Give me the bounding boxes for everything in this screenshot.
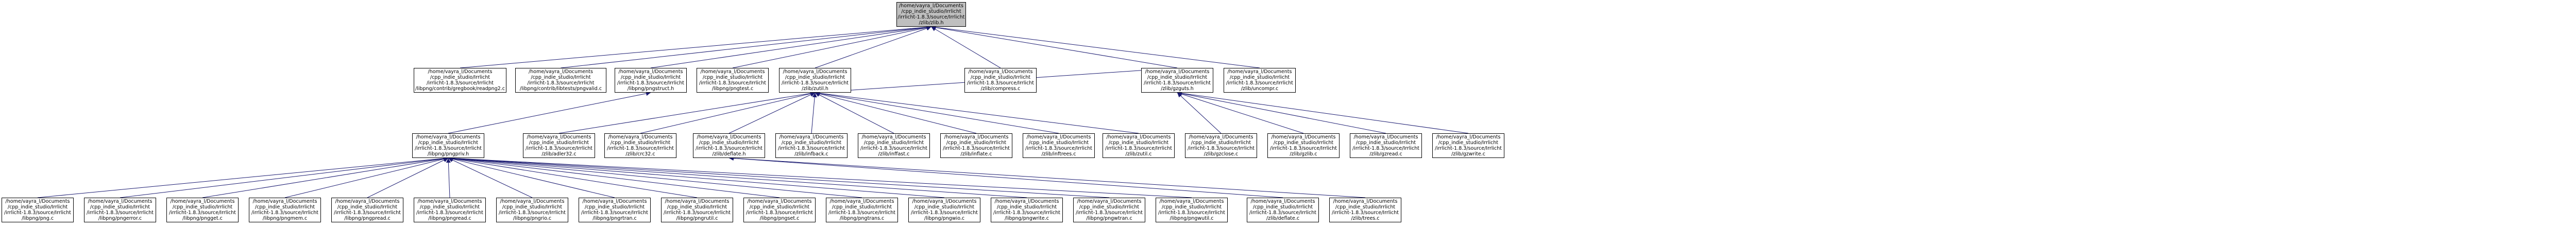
node-pngrtran-c[interactable]: /home/vayra_l/Documents /cpp_indie_studi…: [579, 198, 651, 222]
node-pngerror-c[interactable]: /home/vayra_l/Documents /cpp_indie_studi…: [84, 198, 156, 222]
edge-pngpriv-to-pngstruct: [448, 91, 651, 134]
node-pngwutil-c[interactable]: /home/vayra_l/Documents /cpp_indie_studi…: [1156, 198, 1228, 222]
edge-inftrees-to-zutil_h: [815, 91, 1059, 134]
node-pngset-c[interactable]: /home/vayra_l/Documents /cpp_indie_studi…: [743, 198, 816, 222]
node-adler32-c[interactable]: /home/vayra_l/Documents /cpp_indie_studi…: [523, 133, 595, 158]
edge-pngtest-to-zlib_h: [732, 25, 931, 68]
node-zutil-c[interactable]: /home/vayra_l/Documents /cpp_indie_studi…: [1103, 133, 1175, 158]
node-uncompr-c[interactable]: /home/vayra_l/Documents /cpp_indie_studi…: [1224, 68, 1296, 93]
edge-pngwtran-to-pngpriv: [448, 156, 1110, 198]
edge-pngrutil-to-pngpriv: [448, 156, 698, 198]
node-crc32-c[interactable]: /home/vayra_l/Documents /cpp_indie_studi…: [604, 133, 676, 158]
node-deflate-h[interactable]: /home/vayra_l/Documents /cpp_indie_studi…: [693, 133, 765, 158]
node-pngwtran-c[interactable]: /home/vayra_l/Documents /cpp_indie_studi…: [1073, 198, 1145, 222]
edge-gzread-to-gzguts: [1177, 91, 1386, 134]
node-pngtest-c[interactable]: /home/vayra_l/Documents /cpp_indie_studi…: [697, 68, 769, 93]
edge-pngwutil-to-pngpriv: [448, 155, 1192, 198]
node-pngmem-c[interactable]: /home/vayra_l/Documents /cpp_indie_studi…: [249, 198, 321, 222]
edge-png_c-to-pngpriv: [37, 156, 449, 198]
edge-rdjpgcom-to-zlib_h: [460, 25, 931, 68]
node-pngget-c[interactable]: /home/vayra_l/Documents /cpp_indie_studi…: [166, 198, 239, 222]
edge-pngtrans-to-pngpriv: [448, 156, 862, 198]
edge-gzclose-to-gzguts: [1177, 92, 1222, 134]
edge-zutil_h-to-zlib_h: [815, 26, 931, 68]
node-pngread-c[interactable]: /home/vayra_l/Documents /cpp_indie_studi…: [414, 198, 486, 222]
edge-pngrio-to-pngpriv: [448, 157, 533, 198]
node-pngwio-c[interactable]: /home/vayra_l/Documents /cpp_indie_studi…: [908, 198, 980, 222]
node-zlib-h-root[interactable]: /home/vayra_l/Documents /cpp_indie_studi…: [896, 2, 966, 27]
node-pngwrite-c[interactable]: /home/vayra_l/Documents /cpp_indie_studi…: [991, 198, 1063, 222]
node-pngvalid-c[interactable]: /home/vayra_l/Documents /cpp_indie_studi…: [515, 68, 606, 93]
edge-gzlib-to-gzguts: [1177, 92, 1304, 134]
edge-infback-to-zutil_h: [811, 92, 817, 134]
edge-gzwrite-to-gzguts: [1177, 91, 1469, 134]
edge-compress-to-zlib_h: [931, 26, 1001, 68]
edge-pngget-to-pngpriv: [202, 156, 449, 198]
node-infback-c[interactable]: /home/vayra_l/Documents /cpp_indie_studi…: [775, 133, 848, 158]
edge-adler32-to-zutil_h: [558, 91, 816, 134]
node-readpng2-c[interactable]: /home/vayra_l/Documents /cpp_indie_studi…: [414, 68, 506, 93]
edge-deflate_c-to-deflate_h: [728, 156, 1283, 198]
edge-crc32-to-zutil_h: [640, 91, 816, 134]
node-zutil-h[interactable]: /home/vayra_l/Documents /cpp_indie_studi…: [779, 68, 851, 93]
node-pngstruct-h[interactable]: /home/vayra_l/Documents /cpp_indie_studi…: [615, 68, 687, 93]
node-gzlib-c[interactable]: /home/vayra_l/Documents /cpp_indie_studi…: [1267, 133, 1340, 158]
edge-zutil_c-to-zutil_h: [815, 91, 1139, 134]
node-pngrio-c[interactable]: /home/vayra_l/Documents /cpp_indie_studi…: [496, 198, 568, 222]
edge-trees-to-deflate_h: [728, 156, 1366, 198]
edge-pngrtran-to-pngpriv: [448, 156, 615, 198]
edge-uncompr-to-zlib_h: [931, 25, 1260, 68]
edge-pngwrite-to-pngpriv: [448, 156, 1027, 198]
node-inftrees-c[interactable]: /home/vayra_l/Documents /cpp_indie_studi…: [1023, 133, 1095, 158]
node-pngrutil-c[interactable]: /home/vayra_l/Documents /cpp_indie_studi…: [661, 198, 733, 222]
edge-pngwio-to-pngpriv: [448, 156, 945, 198]
node-compress-c[interactable]: /home/vayra_l/Documents /cpp_indie_studi…: [964, 68, 1037, 93]
edge-pngset-to-pngpriv: [448, 156, 780, 198]
edge-inflate-to-zutil_h: [815, 91, 977, 134]
node-gzwrite-c[interactable]: /home/vayra_l/Documents /cpp_indie_studi…: [1432, 133, 1504, 158]
node-gzclose-c[interactable]: /home/vayra_l/Documents /cpp_indie_studi…: [1185, 133, 1257, 158]
edge-pngerror-to-pngpriv: [120, 156, 449, 198]
node-png-c[interactable]: /home/vayra_l/Documents /cpp_indie_studi…: [2, 198, 74, 222]
node-pngpriv-h[interactable]: /home/vayra_l/Documents /cpp_indie_studi…: [412, 133, 484, 158]
edge-pngvalid-to-zlib_h: [561, 25, 931, 68]
edge-inffast-to-zutil_h: [815, 92, 894, 134]
node-gzguts-h[interactable]: /home/vayra_l/Documents /cpp_indie_studi…: [1141, 68, 1213, 93]
edge-deflate_h-to-zutil_h: [728, 92, 816, 134]
edge-pngpread-to-pngpriv: [367, 157, 449, 198]
edge-pngread-to-pngpriv: [446, 157, 451, 198]
node-trees-c[interactable]: /home/vayra_l/Documents /cpp_indie_studi…: [1329, 198, 1401, 222]
edge-pngstruct-to-zlib_h: [650, 25, 931, 68]
edge-pngmem-to-pngpriv: [284, 156, 449, 198]
node-gzread-c[interactable]: /home/vayra_l/Documents /cpp_indie_studi…: [1350, 133, 1422, 158]
edge-gzguts-to-zlib_h: [931, 25, 1178, 68]
node-inffast-c[interactable]: /home/vayra_l/Documents /cpp_indie_studi…: [858, 133, 930, 158]
node-pngtrans-c[interactable]: /home/vayra_l/Documents /cpp_indie_studi…: [826, 198, 898, 222]
node-inflate-c[interactable]: /home/vayra_l/Documents /cpp_indie_studi…: [940, 133, 1012, 158]
node-pngpread-c[interactable]: /home/vayra_l/Documents /cpp_indie_studi…: [331, 198, 403, 222]
node-deflate-c[interactable]: /home/vayra_l/Documents /cpp_indie_studi…: [1247, 198, 1319, 222]
